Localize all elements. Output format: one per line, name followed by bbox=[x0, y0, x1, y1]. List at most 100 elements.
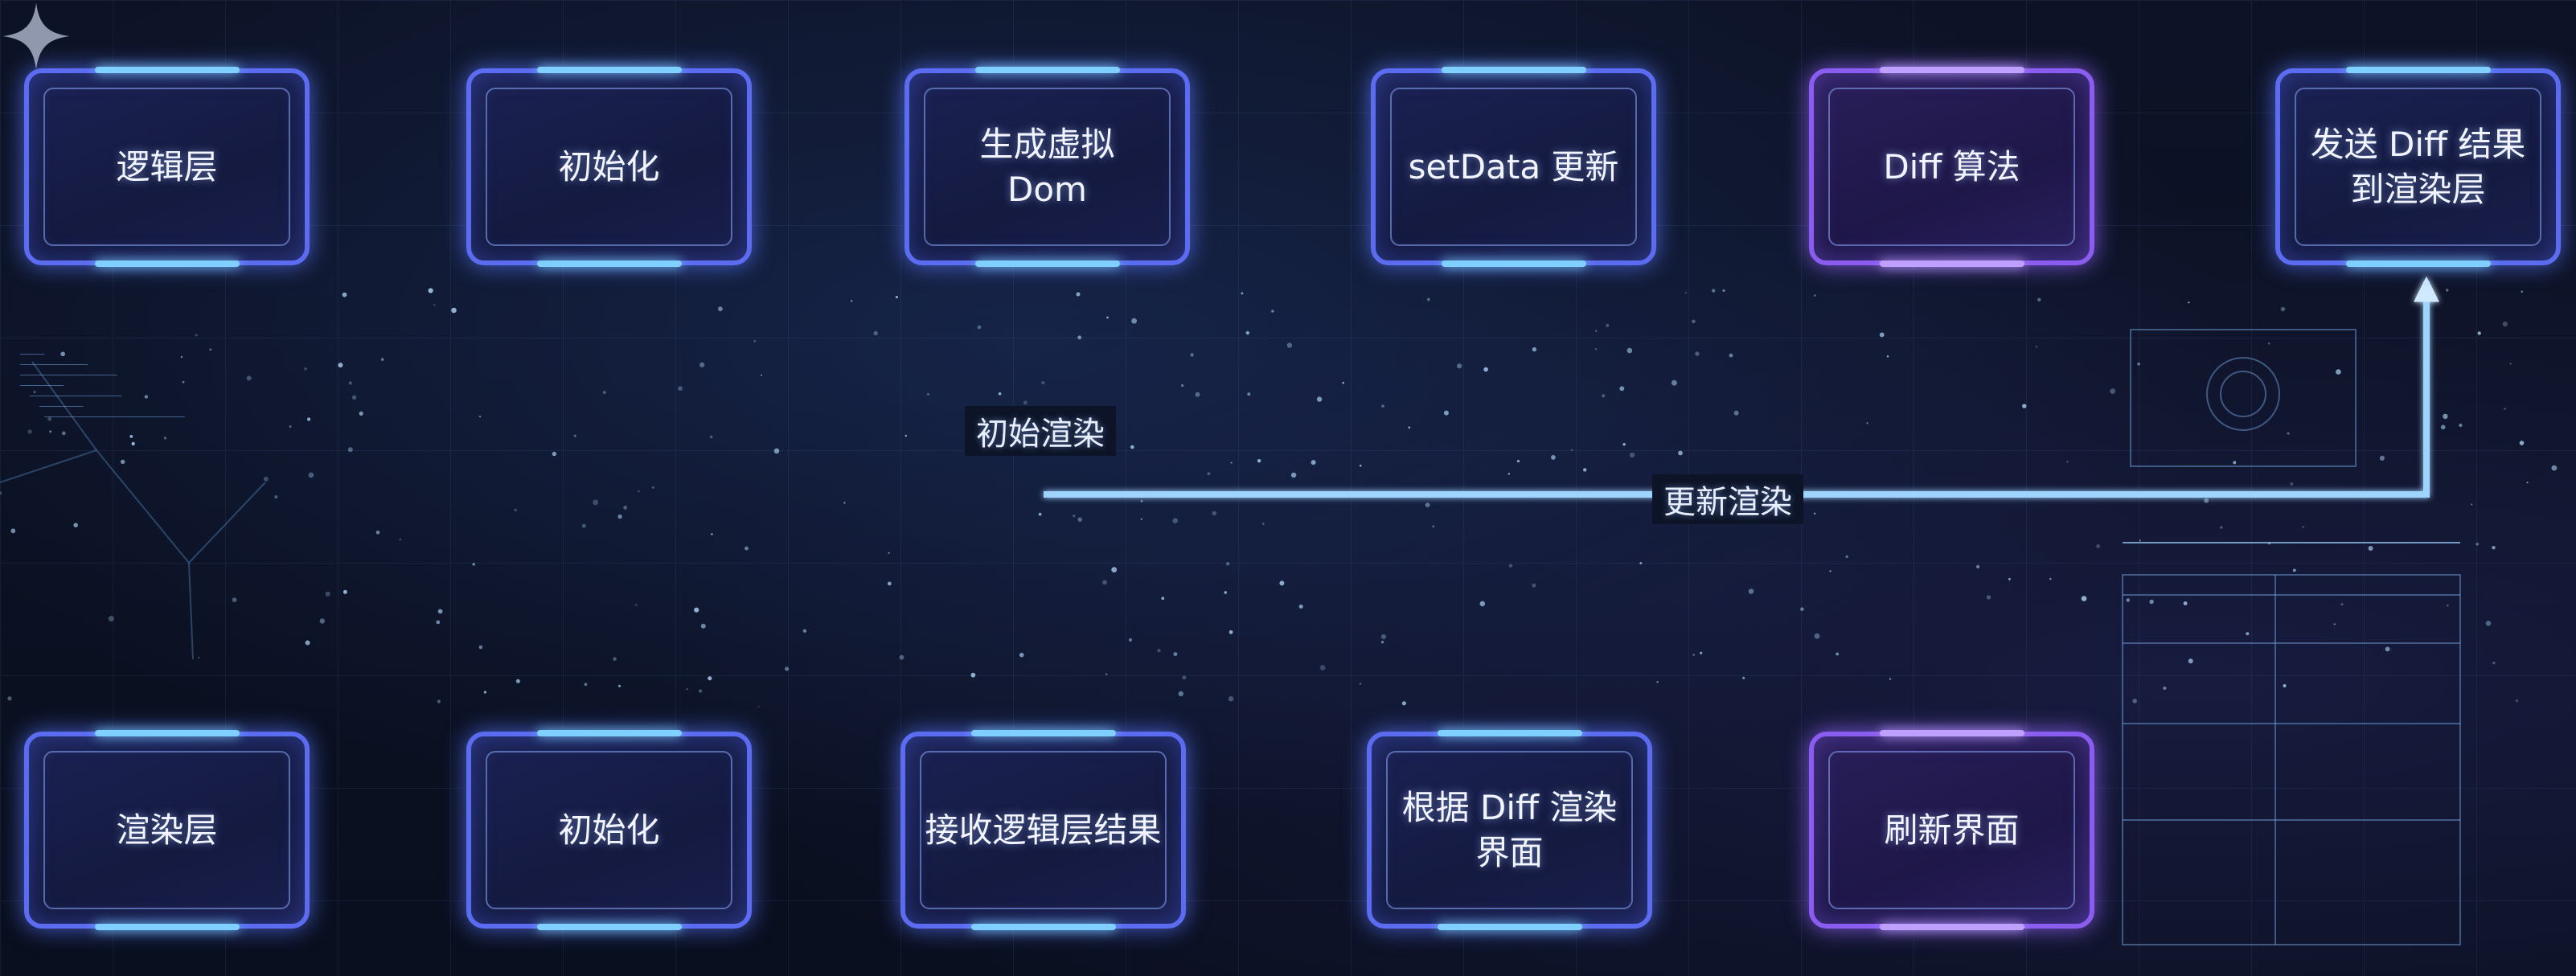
background-dot bbox=[1076, 292, 1081, 297]
background-dot bbox=[1023, 400, 1028, 405]
background-dot bbox=[1425, 502, 1430, 507]
background-dot bbox=[2471, 503, 2473, 506]
background-dot bbox=[1173, 652, 1178, 657]
node-glow bbox=[94, 260, 240, 267]
node-label: 初始化 bbox=[558, 810, 660, 850]
background-dot bbox=[638, 490, 640, 493]
background-dot bbox=[1656, 681, 1659, 683]
background-dot bbox=[33, 391, 36, 393]
background-dot bbox=[1692, 654, 1696, 656]
background-dot bbox=[593, 499, 599, 506]
background-dot bbox=[1286, 342, 1293, 348]
background-dot bbox=[1172, 518, 1178, 523]
background-dot bbox=[2280, 306, 2286, 312]
background-dot bbox=[2126, 598, 2131, 602]
background-dot bbox=[1102, 580, 1107, 585]
background-dot bbox=[1626, 347, 1633, 354]
node-send-diff-result: 发送 Diff 结果到渲染层 bbox=[2275, 67, 2561, 267]
background-dot bbox=[1111, 567, 1118, 573]
node-glow bbox=[1879, 924, 2024, 930]
node-glow bbox=[536, 260, 682, 267]
background-dot bbox=[2220, 526, 2223, 529]
background-dot bbox=[1230, 461, 1233, 464]
background-dot bbox=[437, 699, 441, 703]
background-dot bbox=[1106, 316, 1109, 319]
background-dot bbox=[699, 362, 705, 367]
background-dot bbox=[2504, 408, 2506, 410]
background-dot bbox=[2287, 432, 2290, 435]
background-dot bbox=[1225, 561, 1230, 566]
background-dot bbox=[2445, 289, 2449, 292]
background-dot bbox=[1700, 651, 1703, 654]
background-dot bbox=[700, 623, 706, 629]
background-dot bbox=[246, 375, 252, 381]
background-dot bbox=[2333, 623, 2336, 625]
background-dot bbox=[1181, 384, 1184, 388]
background-dot bbox=[47, 416, 52, 421]
background-dot bbox=[602, 391, 606, 394]
background-dot bbox=[1483, 367, 1488, 372]
background-dot bbox=[2509, 363, 2512, 365]
background-dot bbox=[472, 563, 475, 566]
background-dot bbox=[1532, 583, 1536, 588]
background-dot bbox=[709, 435, 713, 439]
node-glow bbox=[1879, 260, 2024, 267]
background-dot bbox=[515, 679, 520, 683]
background-dot bbox=[926, 392, 929, 396]
background-dot bbox=[678, 386, 683, 391]
background-dot bbox=[2302, 526, 2304, 528]
node-logic-init: 初始化 bbox=[466, 67, 752, 267]
background-dot bbox=[904, 434, 908, 437]
background-dot bbox=[1836, 652, 1840, 656]
edge-label-update-render: 更新渲染 bbox=[1652, 474, 1803, 524]
background-dot bbox=[2519, 441, 2525, 445]
background-dot bbox=[1229, 629, 1233, 634]
background-dot bbox=[623, 506, 627, 510]
background-dot bbox=[1516, 459, 1520, 463]
node-glow bbox=[536, 924, 682, 930]
background-dot bbox=[2440, 424, 2446, 430]
background-dot bbox=[289, 425, 292, 428]
node-setdata-update: setData 更新 bbox=[1371, 67, 1656, 267]
background-dot bbox=[483, 691, 487, 694]
background-dot bbox=[977, 325, 982, 330]
background-dot bbox=[7, 696, 12, 701]
background-dot bbox=[1298, 605, 1303, 609]
background-dot bbox=[1532, 347, 1537, 352]
background-dot bbox=[2551, 465, 2558, 471]
background-dot bbox=[305, 640, 310, 646]
background-dot bbox=[2283, 684, 2287, 687]
background-dot bbox=[581, 523, 586, 528]
background-dot bbox=[1130, 445, 1134, 449]
node-render-layer: 渲染层 bbox=[24, 730, 310, 930]
background-dot bbox=[708, 676, 712, 681]
background-dot bbox=[1381, 404, 1384, 408]
background-dot bbox=[686, 688, 688, 691]
background-dot bbox=[2502, 322, 2508, 327]
background-dot bbox=[436, 620, 441, 625]
background-dot bbox=[1290, 472, 1297, 478]
background-dot bbox=[1813, 512, 1816, 515]
background-dot bbox=[1241, 292, 1244, 295]
background-dot bbox=[1722, 289, 1725, 292]
node-generate-virtual-dom: 生成虚拟Dom bbox=[904, 67, 1190, 267]
background-dot bbox=[753, 340, 756, 342]
background-dot bbox=[1311, 460, 1316, 465]
background-dot bbox=[1479, 601, 1486, 607]
background-dot bbox=[347, 447, 353, 453]
background-dot bbox=[1245, 330, 1250, 335]
background-dot bbox=[1570, 449, 1573, 451]
background-dot bbox=[428, 288, 433, 293]
background-dot bbox=[129, 435, 133, 438]
background-dot bbox=[1800, 607, 1804, 611]
background-dot bbox=[1594, 348, 1597, 351]
background-dot bbox=[613, 657, 617, 661]
background-dot bbox=[274, 495, 278, 499]
background-dot bbox=[1359, 464, 1362, 467]
background-dot bbox=[1279, 580, 1285, 586]
background-dot bbox=[61, 431, 66, 436]
background-dot bbox=[1224, 591, 1227, 594]
node-glow bbox=[974, 260, 1120, 267]
background-dot bbox=[1380, 641, 1384, 644]
background-dot bbox=[10, 528, 16, 534]
